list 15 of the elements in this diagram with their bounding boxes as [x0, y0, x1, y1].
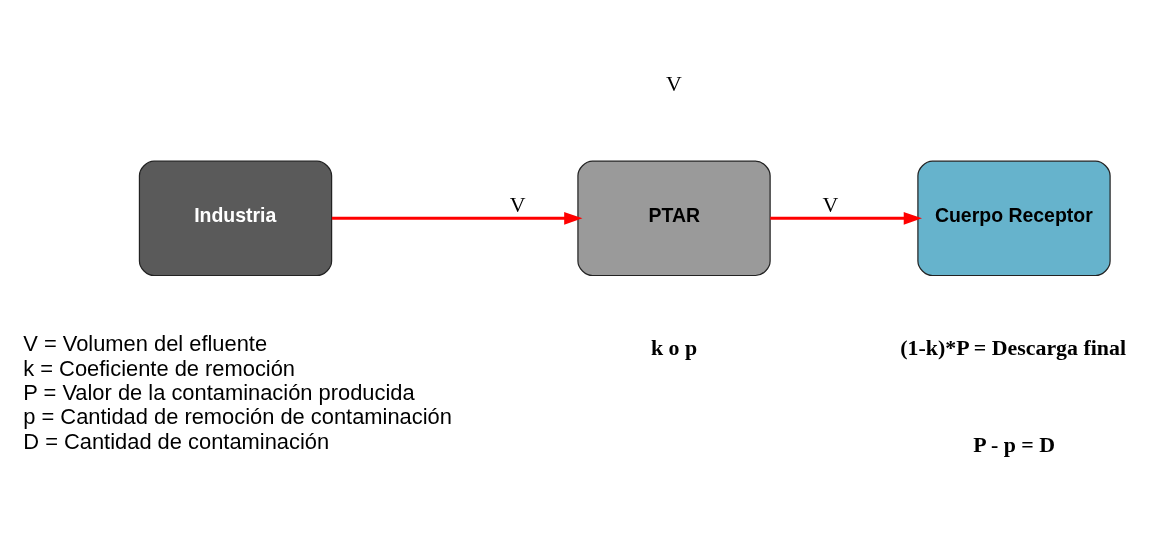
edge-label: V: [509, 191, 526, 217]
label: D = Cantidad de contaminación: [23, 428, 330, 454]
arrow: [770, 211, 922, 225]
arrow: [331, 211, 583, 225]
edge-label: V: [822, 191, 839, 217]
node-label: P - p = D: [973, 431, 1055, 457]
label: k = Coeficiente de remoción: [23, 355, 296, 381]
node-label: k o p: [650, 334, 698, 360]
node-label: (1-k)*P = Descarga final: [900, 334, 1126, 360]
node-box: PTAR: [577, 160, 771, 276]
node-label: V: [666, 70, 682, 96]
label: P = Valor de la contaminación producida: [23, 379, 415, 405]
node-box: Cuerpo Receptor: [917, 160, 1111, 276]
label: V = Volumen del efluente: [23, 330, 268, 356]
node-box: Industria: [138, 160, 333, 276]
